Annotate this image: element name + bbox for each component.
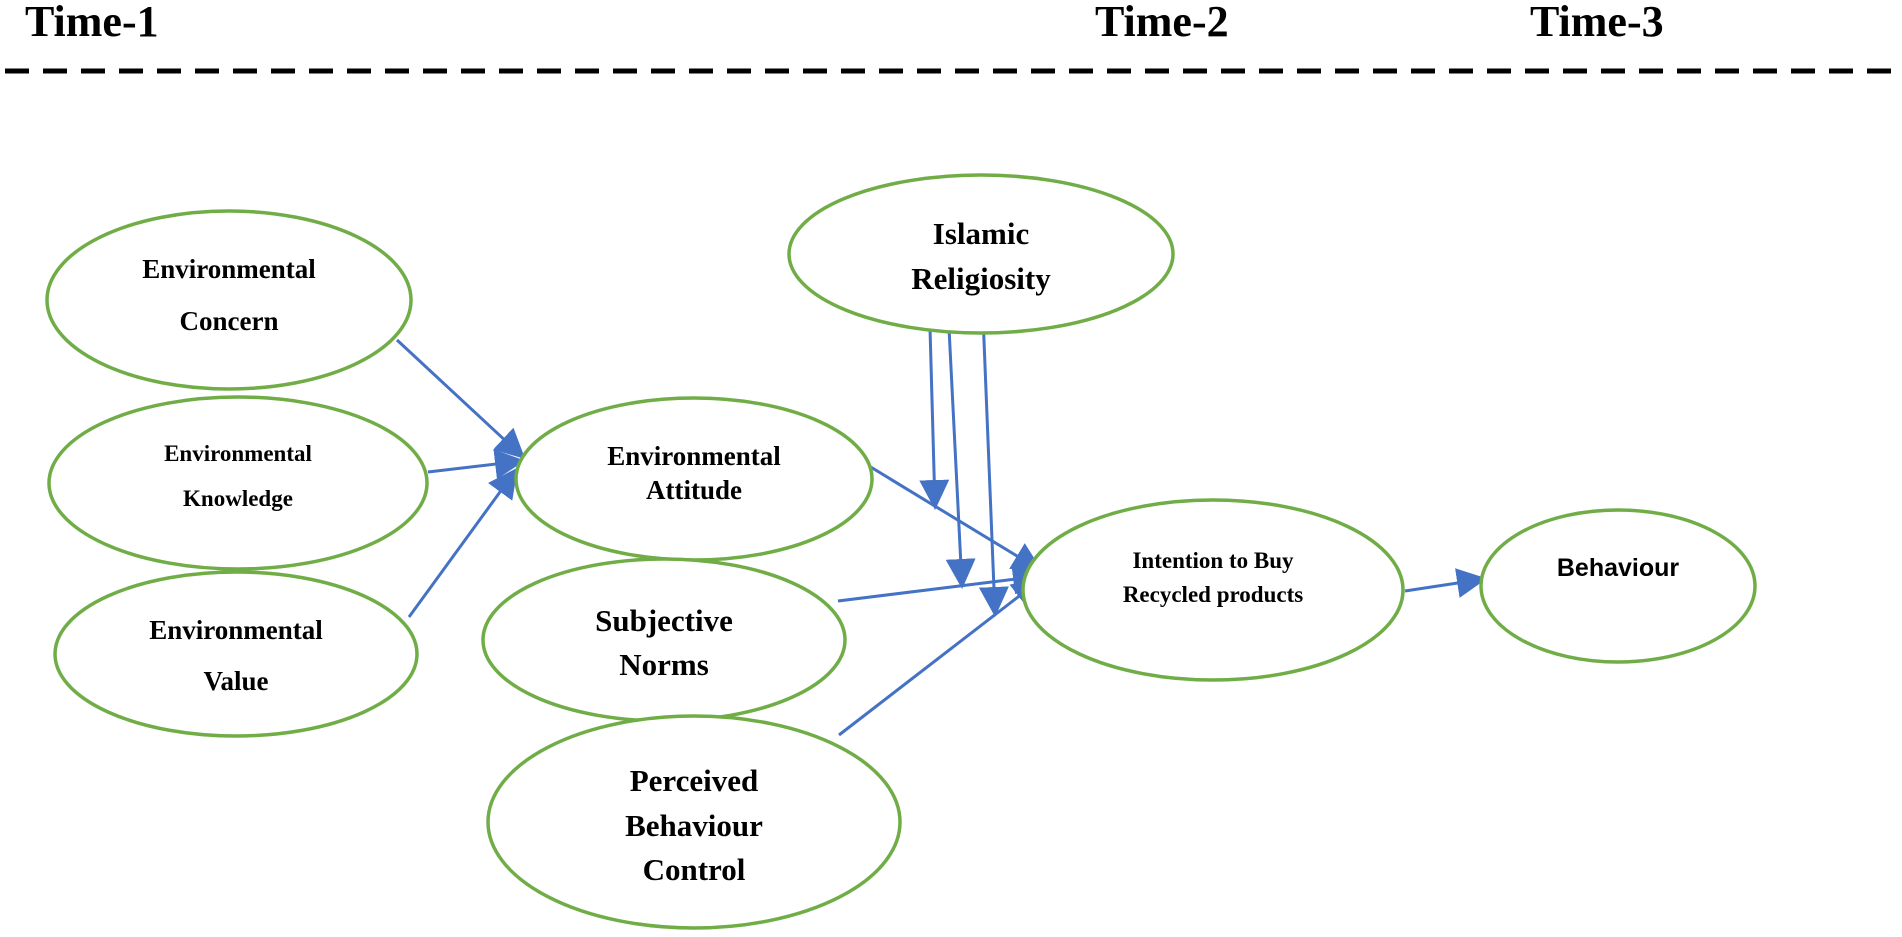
node-label-line: Environmental <box>607 441 781 471</box>
node-label-line: Environmental <box>142 254 316 284</box>
arrow-religiosity-moderate-attitude <box>919 327 950 510</box>
arrow-value-to-attitude <box>407 467 518 618</box>
node-label-line: Knowledge <box>183 486 293 511</box>
node-label-line: Norms <box>619 647 709 682</box>
arrow-intention-to-behaviour <box>1404 568 1487 598</box>
arrow-norms-to-intention <box>837 564 1043 603</box>
node-intention-to-buy: Intention to Buy Recycled products <box>1021 498 1405 682</box>
node-label-line: Behaviour <box>625 808 763 843</box>
arrow-concern-to-attitude <box>395 338 526 460</box>
node-subjective-norms: Subjective Norms <box>481 557 847 723</box>
node-label-line: Control <box>643 852 746 887</box>
node-label-line: Islamic <box>933 216 1029 251</box>
time-3-label: Time-3 <box>1530 0 1664 46</box>
node-label-line: Religiosity <box>911 261 1051 296</box>
node-label-line: Concern <box>180 306 279 336</box>
node-perceived-behaviour-control: Perceived Behaviour Control <box>486 714 902 930</box>
arrow-knowledge-to-attitude <box>427 449 525 480</box>
node-label-line: Intention to Buy <box>1132 548 1294 573</box>
node-label-line: Attitude <box>646 475 742 505</box>
time-1-label: Time-1 <box>25 0 159 46</box>
node-label-line: Value <box>203 666 268 696</box>
node-environmental-knowledge: Environmental Knowledge <box>47 395 429 571</box>
node-islamic-religiosity: Islamic Religiosity <box>787 173 1175 335</box>
arrow-religiosity-moderate-norms <box>945 327 976 589</box>
node-label-line: Recycled products <box>1123 582 1303 607</box>
arrow-religiosity-moderate-pbc <box>978 315 1009 617</box>
node-label-line: Perceived <box>630 763 759 798</box>
node-label-line: Behaviour <box>1557 554 1680 582</box>
arrow-pbc-to-intention <box>838 578 1043 737</box>
node-label-line: Environmental <box>164 441 312 466</box>
node-environmental-concern: Environmental Concern <box>45 209 413 391</box>
node-environmental-attitude: Environmental Attitude <box>514 396 874 562</box>
node-label-line: Environmental <box>149 615 323 645</box>
node-behaviour: Behaviour <box>1479 508 1757 664</box>
node-label-line: Subjective <box>595 603 733 638</box>
node-environmental-value: Environmental Value <box>53 570 419 738</box>
time-2-label: Time-2 <box>1095 0 1229 46</box>
